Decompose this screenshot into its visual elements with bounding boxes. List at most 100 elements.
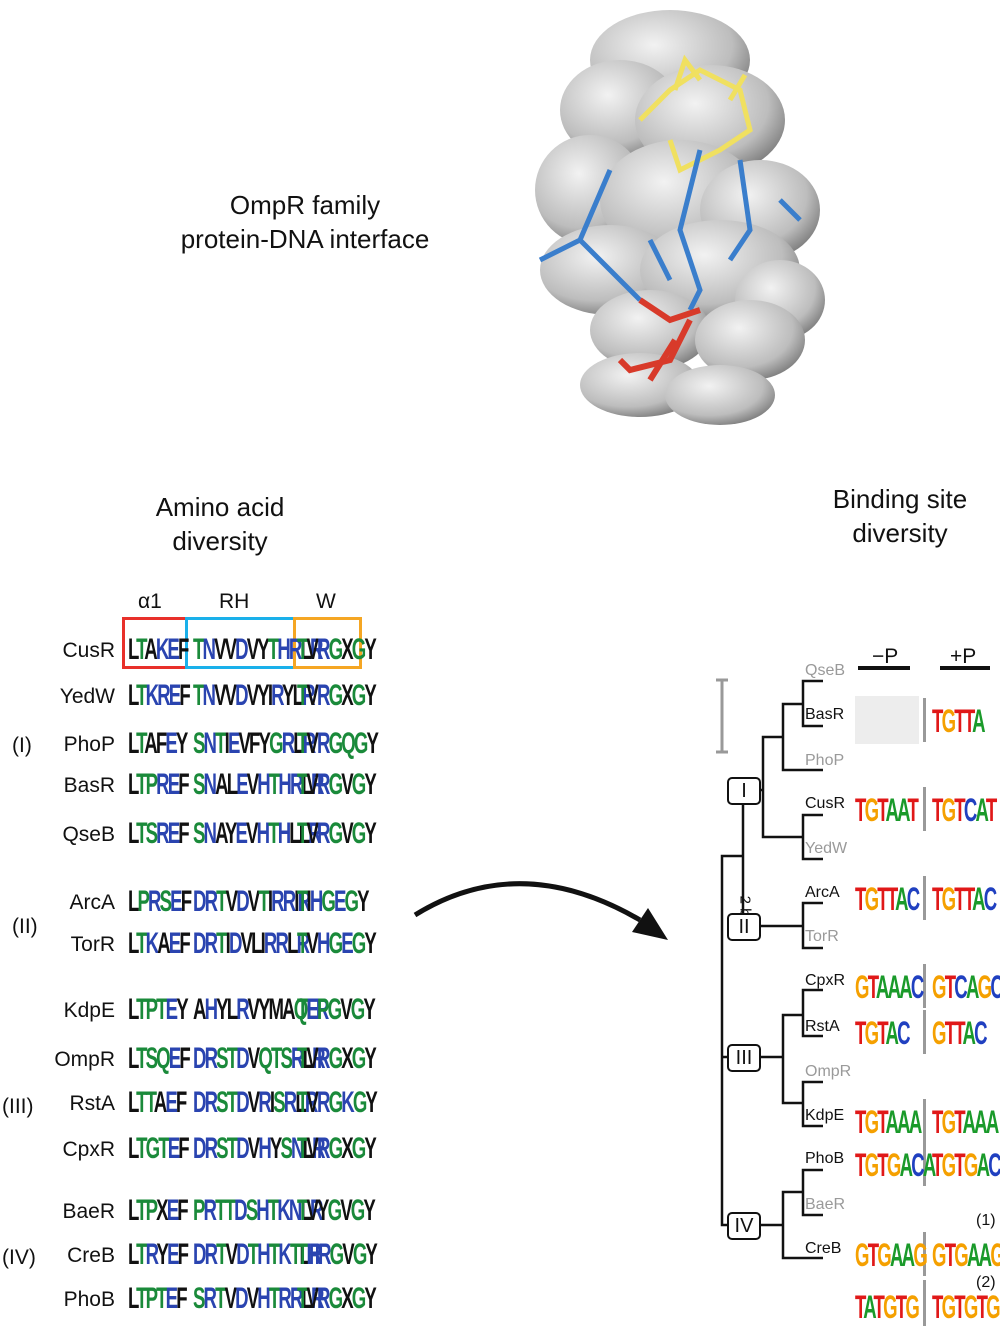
logo-letter: H (257, 768, 270, 801)
logo-letter: L (295, 1086, 306, 1119)
row-name: PhoP (63, 733, 115, 756)
sequence-logo-rh: DRTVDVTIRRIR (193, 885, 311, 918)
logo-letter: E (236, 768, 248, 801)
logo-letter: Y (176, 993, 188, 1026)
sequence-logo-rh: SNTIEVFYGRLR (193, 729, 316, 759)
logo-letter: T (877, 1104, 887, 1140)
logo-letter: S (145, 817, 158, 850)
dna-logo-plus-p: GTTAC (932, 1015, 988, 1051)
logo-letter: G (351, 633, 367, 666)
logo-letter: T (976, 1289, 988, 1325)
logo-letter: L (302, 1132, 314, 1165)
logo-letter: T (963, 881, 974, 917)
logo-letter: X (156, 1194, 168, 1227)
logo-letter: R (203, 1194, 217, 1227)
sequence-logo-rh: DRSTDVRISRLR (193, 1086, 318, 1119)
dna-surface (535, 10, 825, 425)
logo-letter: P (145, 768, 158, 801)
logo-letter: G (352, 1238, 368, 1271)
logo-letter: K (277, 1194, 290, 1227)
logo-letter: Y (282, 679, 294, 712)
logo-letter: L (128, 817, 138, 850)
logo-letter: T (226, 1042, 238, 1075)
sequence-logo-rh: TNVVDVYTHRLR (193, 633, 323, 666)
logo-letter: G (329, 1238, 345, 1271)
plus-p-header: +P (950, 645, 977, 668)
logo-letter: P (317, 993, 329, 1026)
logo-letter: A (978, 1237, 992, 1273)
leaf-label: TorR (805, 928, 839, 945)
logo-letter: T (867, 969, 878, 1005)
leaf-label: OmpR (805, 1063, 852, 1080)
logo-letter: F (179, 927, 190, 960)
logo-letter: D (193, 1086, 206, 1119)
logo-scale-bar (923, 1010, 926, 1054)
logo-letter: T (258, 885, 269, 918)
logo-letter: L (302, 1042, 314, 1075)
logo-letter: I (269, 1086, 275, 1119)
logo-letter: T (267, 633, 279, 666)
logo-letter: G (864, 1104, 879, 1140)
logo-letter: R (278, 1282, 291, 1315)
logo-letter: T (297, 1132, 308, 1165)
logo-letter: H (317, 927, 330, 960)
logo-letter: V (306, 679, 319, 712)
logo-letter: G (963, 1289, 978, 1325)
logo-letter: R (204, 927, 218, 960)
logo-letter: S (193, 817, 205, 850)
logo-letter: A (887, 969, 901, 1005)
logo-letter: S (159, 885, 172, 918)
dna-logo-plus-p: GTCAGC (932, 970, 1000, 1004)
logo-letter: G (328, 768, 344, 801)
logo-letter: T (855, 1104, 866, 1140)
logo-letter: L (299, 1238, 310, 1271)
logo-letter: Q (258, 1042, 273, 1075)
logo-letter: T (136, 1238, 147, 1271)
logo-letter: R (318, 1238, 331, 1271)
logo-letter: R (157, 679, 170, 712)
logo-letter: E (167, 1238, 179, 1271)
amino-title: Amino acid diversity (120, 490, 320, 558)
logo-scale-bar (923, 1232, 926, 1276)
logo-letter: T (944, 1015, 956, 1051)
logo-letter: K (145, 927, 159, 960)
logo-letter: T (886, 881, 897, 917)
logo-letter: L (128, 1086, 138, 1119)
logo-letter: Y (317, 1194, 329, 1227)
row-name: QseB (62, 823, 115, 846)
logo-letter: R (258, 1086, 271, 1119)
logo-letter: T (297, 885, 308, 918)
logo-letter: Y (365, 1238, 377, 1271)
logo-letter: G (864, 792, 879, 828)
sequence-logo-w: TVYGVGY (297, 1194, 376, 1227)
logo-letter: T (297, 1042, 308, 1075)
logo-letter: G (352, 1086, 368, 1119)
leaf-label: ArcA (805, 884, 840, 901)
row-name: TorR (70, 933, 115, 956)
group-label-III: (III) (2, 1095, 34, 1118)
logo-letter: G (328, 1042, 344, 1075)
logo-letter: T (216, 927, 227, 960)
minus-p-header: −P (872, 645, 899, 668)
logo-letter: V (247, 1086, 260, 1119)
logo-letter: T (985, 792, 997, 828)
logo-letter: T (932, 881, 943, 917)
logo-letter: T (297, 1238, 308, 1271)
logo-letter: T (145, 1086, 156, 1119)
logo-letter: E (167, 1132, 180, 1165)
logo-letter: D (236, 1132, 249, 1165)
logo-letter: T (136, 1042, 147, 1075)
logo-letter: Y (363, 1194, 375, 1227)
logo-letter: T (268, 1238, 280, 1271)
logo-letter: H (309, 885, 323, 918)
logo-letter: A (282, 993, 295, 1026)
logo-letter: G (350, 1194, 366, 1227)
logo-letter: C (906, 881, 920, 917)
logo-letter: C (910, 969, 924, 1005)
row-name: CpxR (62, 1138, 115, 1161)
logo-letter: R (317, 1132, 330, 1165)
logo-letter: A (885, 1104, 899, 1140)
sequence-logo-rh: PRTTDSHTKNLR (193, 1194, 323, 1227)
leaf-label: BaeR (805, 1196, 846, 1213)
